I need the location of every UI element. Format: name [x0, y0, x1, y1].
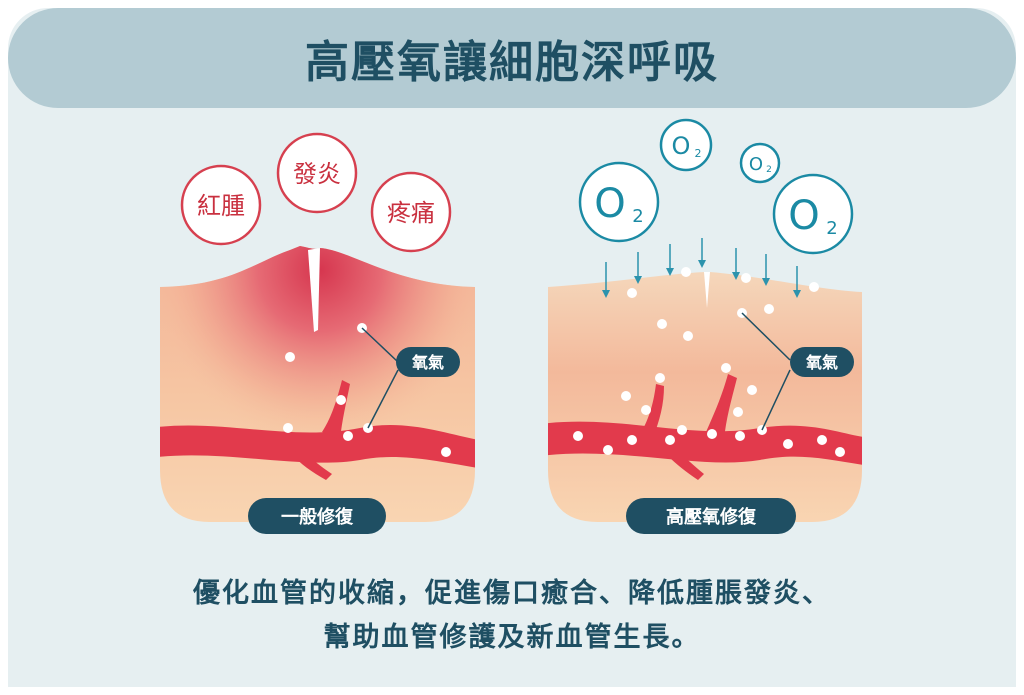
symptom-label: 發炎 — [293, 160, 341, 188]
inflammation-area — [160, 246, 475, 522]
symptom-pain: 疼痛 — [370, 171, 452, 253]
normal-repair-label: 一般修復 — [281, 506, 354, 528]
oxygen-dot — [336, 395, 346, 405]
right-oxygen-tag: 氧氣 — [790, 347, 854, 377]
o2-bubble-tiny: O 2 — [739, 142, 781, 184]
oxygen-dot — [283, 423, 293, 433]
left-caption-pill: 一般修復 — [248, 498, 386, 534]
oxygen-label: 氧氣 — [805, 353, 838, 372]
description: 優化血管的收縮，促進傷口癒合、降低腫脹發炎、 幫助血管修護及新血管生長。 — [0, 572, 1024, 660]
right-caption-pill: 高壓氧修復 — [626, 498, 796, 534]
symptom-swelling: 紅腫 — [180, 164, 262, 246]
o2-bubble-small-top: O 2 — [659, 118, 713, 172]
right-skin-block — [548, 267, 862, 522]
svg-text:O: O — [788, 193, 819, 239]
oxygen-flow-arrows — [602, 238, 801, 298]
description-line-2: 幫助血管修護及新血管生長。 — [323, 622, 701, 653]
svg-text:O: O — [749, 154, 763, 175]
svg-text:2: 2 — [632, 206, 643, 227]
page-title: 高壓氧讓細胞深呼吸 — [305, 37, 719, 88]
healing-crack — [704, 272, 710, 308]
left-skin-block — [160, 246, 475, 522]
right-blood-vessel — [548, 421, 862, 466]
symptom-label: 疼痛 — [387, 199, 435, 227]
oxygen-label: 氧氣 — [411, 353, 444, 372]
oxygen-dot — [441, 447, 451, 457]
o2-bubble-large-right: O 2 — [772, 173, 854, 255]
symptom-label: 紅腫 — [197, 192, 245, 220]
title-bar: 高壓氧讓細胞深呼吸 — [8, 8, 1016, 108]
description-line-1: 優化血管的收縮，促進傷口癒合、降低腫脹發炎、 — [193, 578, 831, 609]
svg-text:2: 2 — [826, 218, 837, 239]
svg-text:2: 2 — [695, 147, 702, 160]
oxygen-dot — [285, 352, 295, 362]
svg-text:O: O — [594, 181, 625, 227]
oxygen-pointer-lines — [741, 312, 791, 431]
oxygen-dots — [573, 267, 845, 457]
svg-text:O: O — [672, 132, 691, 160]
svg-text:2: 2 — [766, 165, 772, 175]
left-blood-vessel — [160, 425, 475, 470]
oxygen-dot — [343, 431, 353, 441]
oxygen-pointer-lines — [361, 327, 399, 429]
symptom-inflammation: 發炎 — [276, 132, 358, 214]
wound-crack — [308, 248, 320, 332]
o2-bubble-large-left: O 2 — [578, 161, 660, 243]
hyperbaric-repair-label: 高壓氧修復 — [666, 506, 757, 528]
left-oxygen-tag: 氧氣 — [396, 347, 460, 377]
